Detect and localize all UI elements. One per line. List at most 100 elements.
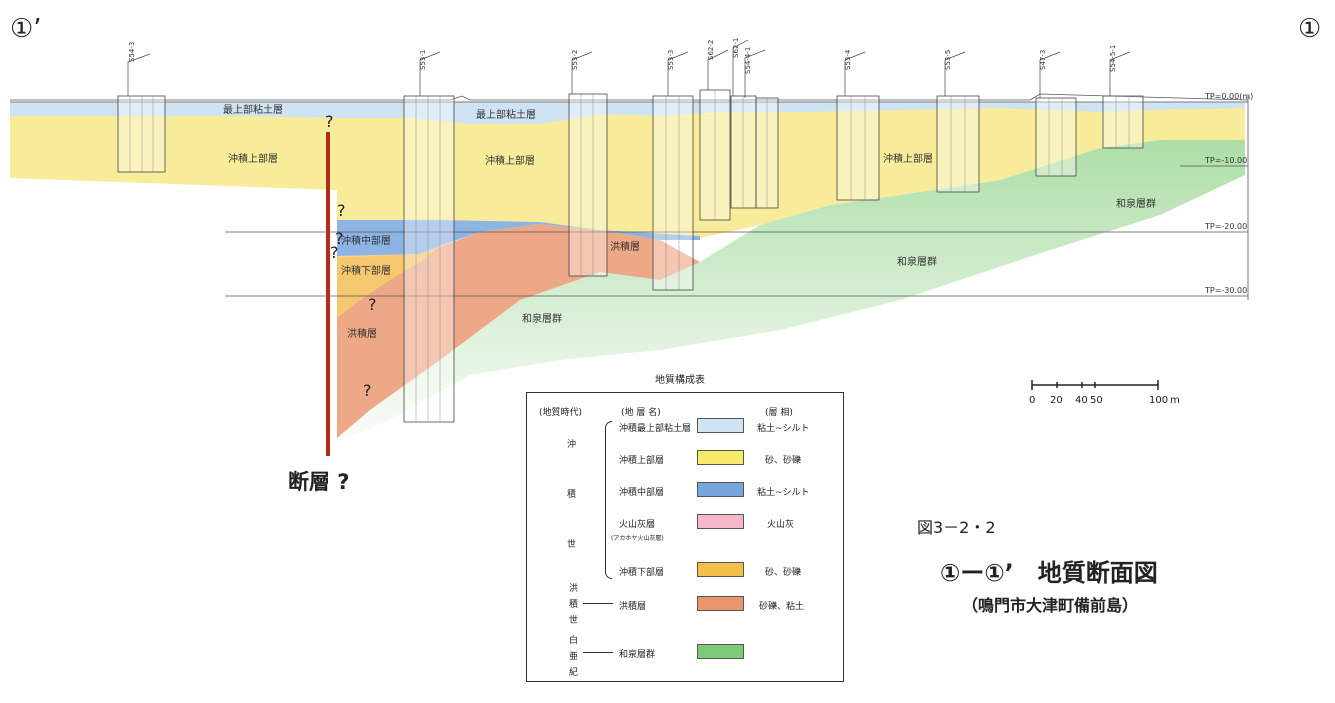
- borehole-leaders: [127, 39, 1131, 98]
- alluvial-upper-label: 沖積上部層: [228, 152, 278, 165]
- section-end-marker: ①: [1298, 14, 1322, 44]
- tp-label-0: TP=0.00(m): [1204, 92, 1253, 101]
- legend-swatch: [697, 562, 744, 577]
- borehole-label: S53-2: [571, 50, 579, 70]
- pleistocene-label: 洪積層: [347, 327, 377, 340]
- top-clay-label: 最上部粘土層: [476, 108, 536, 121]
- tp-label-10: TP=-10.00: [1204, 156, 1247, 165]
- izumi-group-label: 和泉層群: [897, 255, 937, 268]
- question-mark: ?: [337, 201, 346, 220]
- borehole-label: S53-4: [844, 49, 852, 70]
- legend-era-char: 洪: [569, 584, 579, 594]
- alluvial-middle-label: 沖積中部層: [341, 234, 391, 247]
- alluvial-upper-label: 沖積上部層: [485, 154, 535, 167]
- section-start-marker: ①’: [10, 14, 42, 44]
- question-mark: ?: [330, 243, 339, 262]
- legend-era-dash: [583, 652, 613, 653]
- borehole-label: S54-3: [128, 42, 136, 62]
- legend-era-char: 沖: [567, 440, 577, 450]
- scale-unit: m: [1170, 395, 1180, 406]
- scale-bar: [1031, 380, 1159, 390]
- legend-swatch: [697, 644, 744, 659]
- tp-label-20: TP=-20.00: [1204, 222, 1247, 231]
- legend-era-char: 世: [569, 616, 579, 626]
- tp-label-30: TP=-30.00: [1204, 286, 1247, 295]
- legend-layer-name: 沖積最上部粘土層: [619, 424, 692, 434]
- legend-facies: 砂礫、粘土: [759, 602, 805, 612]
- izumi-group-layer: [330, 140, 1245, 445]
- figure-number: 図3－2・2: [917, 518, 996, 537]
- pleistocene-label: 洪積層: [610, 240, 640, 253]
- borehole-label: S53-3: [667, 50, 675, 70]
- legend-layer-name: 沖積上部層: [619, 456, 665, 466]
- izumi-group-label: 和泉層群: [1116, 197, 1156, 210]
- borehole-log-columns: [129, 90, 1130, 422]
- borehole-log: [1035, 97, 1077, 177]
- izumi-group-label: 和泉層群: [522, 312, 562, 325]
- legend-layer-name: 洪積層: [619, 602, 647, 612]
- borehole-label: S53-1: [419, 50, 427, 70]
- legend-layer-name: 火山灰層: [619, 520, 656, 530]
- figure-title: ①ー①’ 地質断面図: [940, 559, 1158, 587]
- legend-layer-name: 沖積下部層: [619, 568, 665, 578]
- borehole-log: [730, 95, 757, 209]
- question-mark: ?: [368, 295, 377, 314]
- legend-layer-subname: (アカホヤ火山灰層): [611, 535, 664, 542]
- legend-facies: 砂、砂礫: [765, 568, 802, 578]
- borehole-label: S62-2: [707, 40, 715, 60]
- borehole-log: [117, 95, 166, 173]
- legend-swatch: [697, 418, 744, 433]
- question-mark: ?: [325, 112, 334, 131]
- legend-facies: 砂、砂礫: [765, 456, 802, 466]
- scale-tick-label: 40: [1075, 395, 1088, 406]
- alluvial-upper-layer: [10, 108, 1245, 238]
- borehole-label: S47-3: [1039, 50, 1047, 70]
- borehole-log: [936, 95, 980, 193]
- legend-title: 地質構成表: [655, 375, 705, 386]
- legend-header-era: (地質時代): [539, 408, 583, 418]
- legend-era-char: 亜: [569, 652, 579, 662]
- legend-swatch: [697, 514, 744, 529]
- legend-era-char: 紀: [569, 668, 579, 678]
- alluvial-lower-label: 沖積下部層: [341, 264, 391, 277]
- borehole-label: S54-5-1: [1109, 45, 1117, 72]
- alluvial-middle-layer: [337, 220, 700, 256]
- borehole-log: [652, 95, 694, 291]
- legend-era-brace: [605, 421, 612, 579]
- top-clay-label: 最上部粘土層: [223, 103, 283, 116]
- legend-era-char: 積: [569, 600, 579, 610]
- borehole-log: [568, 93, 608, 277]
- legend-swatch: [697, 482, 744, 497]
- scale-tick-label: 20: [1050, 395, 1063, 406]
- borehole-log: [836, 95, 880, 201]
- legend-swatch: [697, 450, 744, 465]
- scale-tick-label: 50: [1090, 395, 1103, 406]
- legend-layer-name: 和泉層群: [619, 650, 656, 660]
- figure-subtitle: （鳴門市大津町備前島）: [962, 596, 1139, 615]
- alluvial-lower-layer: [337, 246, 440, 318]
- legend-facies: 粘土~シルト: [757, 424, 810, 434]
- alluvial-upper-label: 沖積上部層: [883, 152, 933, 165]
- legend-swatch: [697, 596, 744, 611]
- pleistocene-layer: [337, 224, 700, 438]
- legend-era-dash: [583, 603, 613, 604]
- legend-era-char: 白: [569, 636, 579, 646]
- question-mark: ?: [335, 229, 344, 248]
- legend-era-char: 積: [567, 490, 577, 500]
- borehole-label: S54-4-1: [744, 47, 752, 74]
- borehole-log: [403, 95, 455, 423]
- borehole-label: S53-5: [944, 50, 952, 70]
- question-mark: ?: [363, 381, 372, 400]
- borehole-logs: [117, 89, 1144, 423]
- scale-tick-label: 100: [1149, 395, 1169, 406]
- legend-layer-name: 沖積中部層: [619, 488, 665, 498]
- legend-header-facies: (層 相): [765, 408, 793, 418]
- borehole-log: [1102, 95, 1144, 149]
- scale-tick-label: 0: [1029, 395, 1036, 406]
- fault-label: 断層 ?: [288, 470, 350, 494]
- legend-era-char: 世: [567, 540, 577, 550]
- borehole-label: S62-1: [732, 38, 740, 58]
- legend-facies: 火山灰: [767, 520, 795, 530]
- legend-header-name: (地 層 名): [621, 408, 661, 418]
